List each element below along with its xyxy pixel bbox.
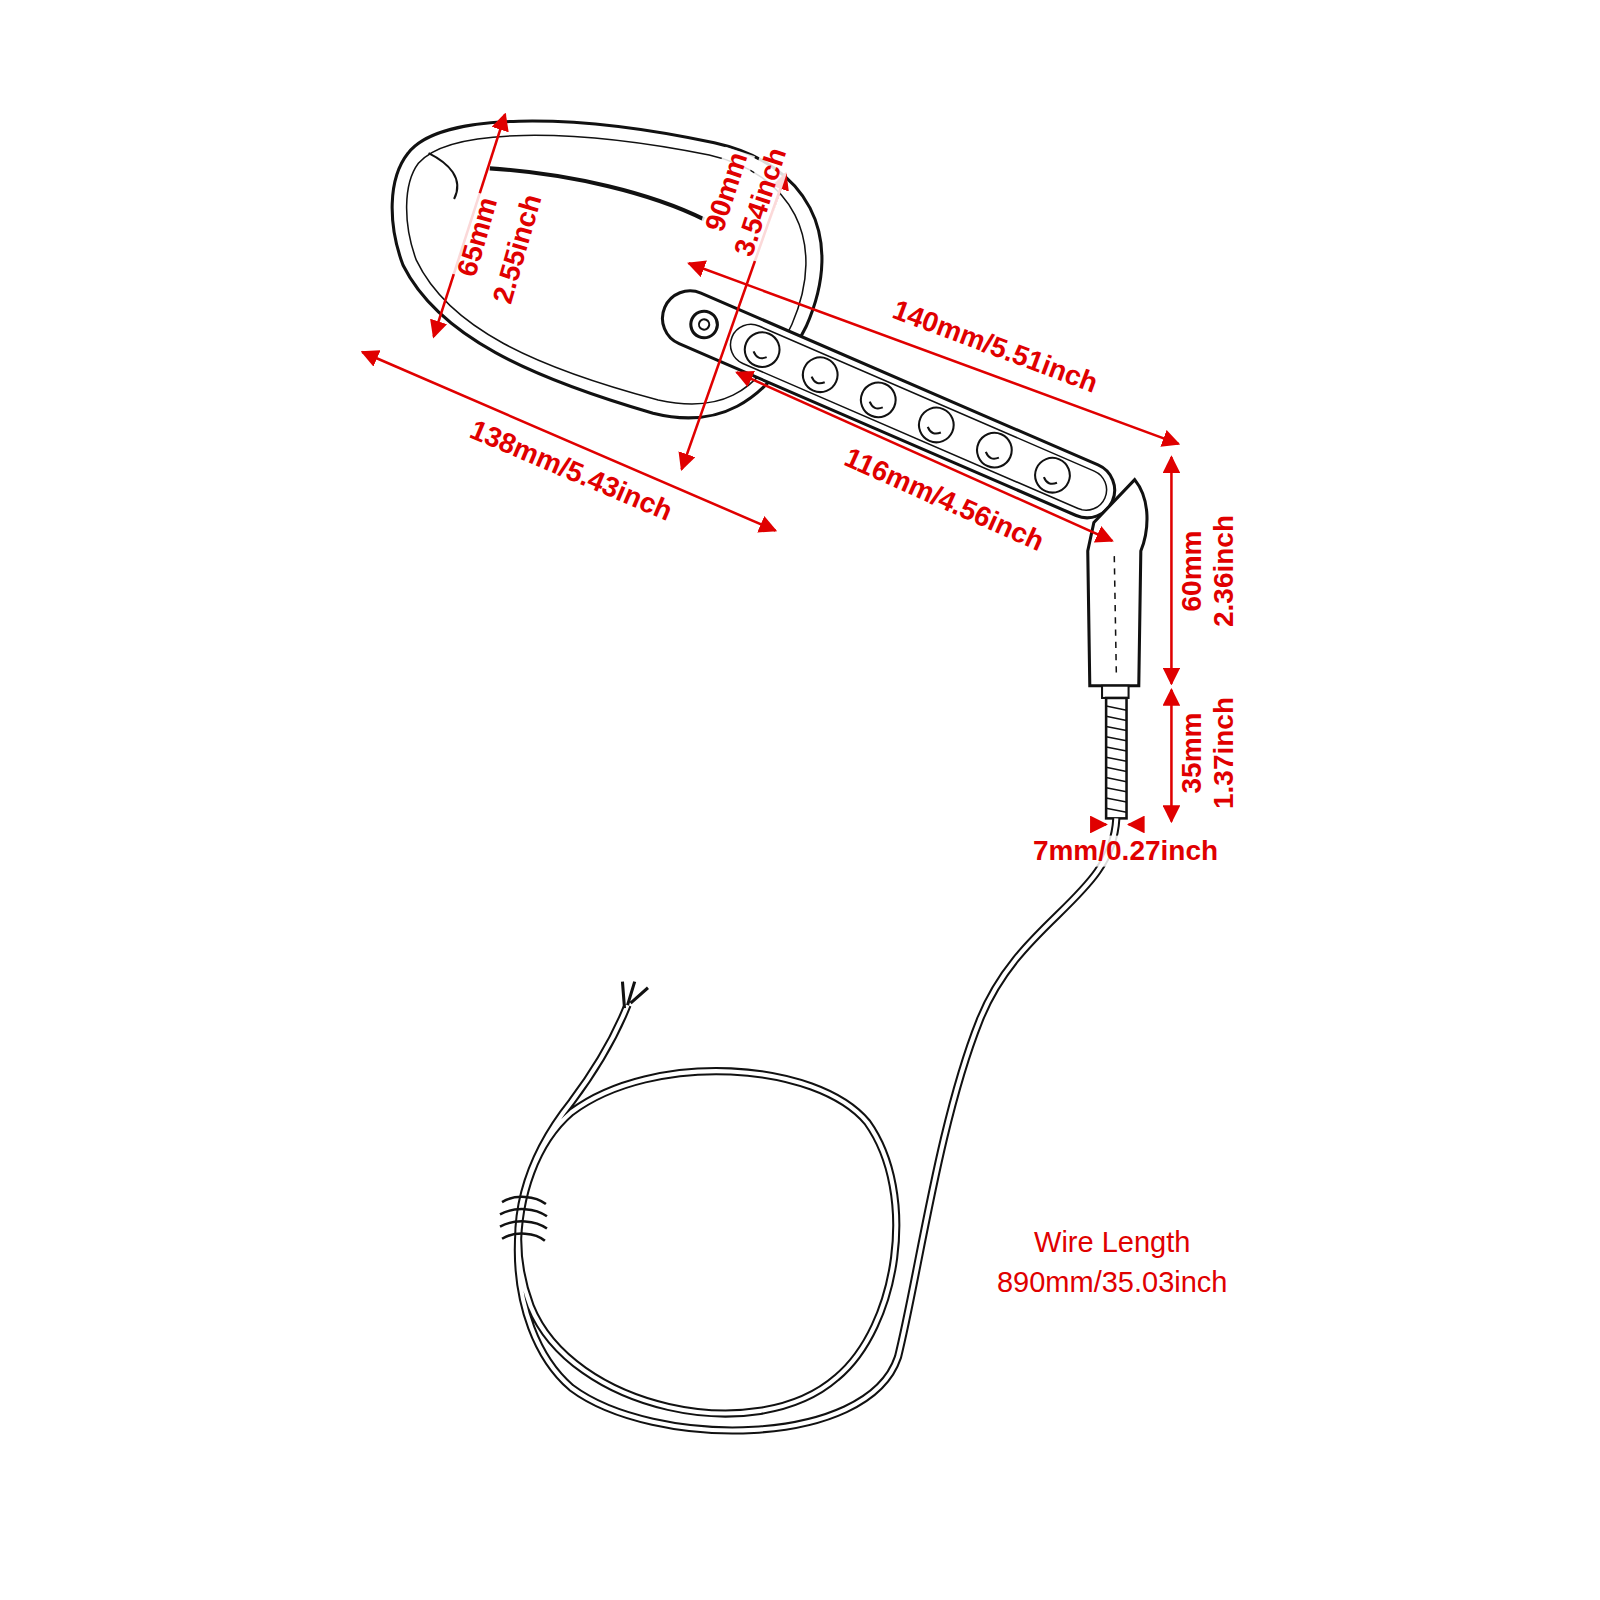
wire-note: 890mm/35.03inch bbox=[995, 1267, 1230, 1299]
wire-note: Wire Length bbox=[1032, 1227, 1192, 1259]
dimension-lines bbox=[362, 114, 1178, 824]
dimension-label: 1.37inch bbox=[1209, 695, 1240, 811]
dimension-label: 60mm bbox=[1176, 529, 1207, 614]
threaded-bolt bbox=[1102, 686, 1129, 819]
dimension-label: 35mm bbox=[1176, 711, 1207, 796]
mirror-stem bbox=[1088, 480, 1147, 686]
wire-harness bbox=[500, 818, 1116, 1430]
dimension-label: 7mm/0.27inch bbox=[1031, 836, 1220, 867]
dimension-label: 2.36inch bbox=[1209, 513, 1240, 629]
dimension-label: 138mm/5.43inch bbox=[464, 414, 679, 528]
